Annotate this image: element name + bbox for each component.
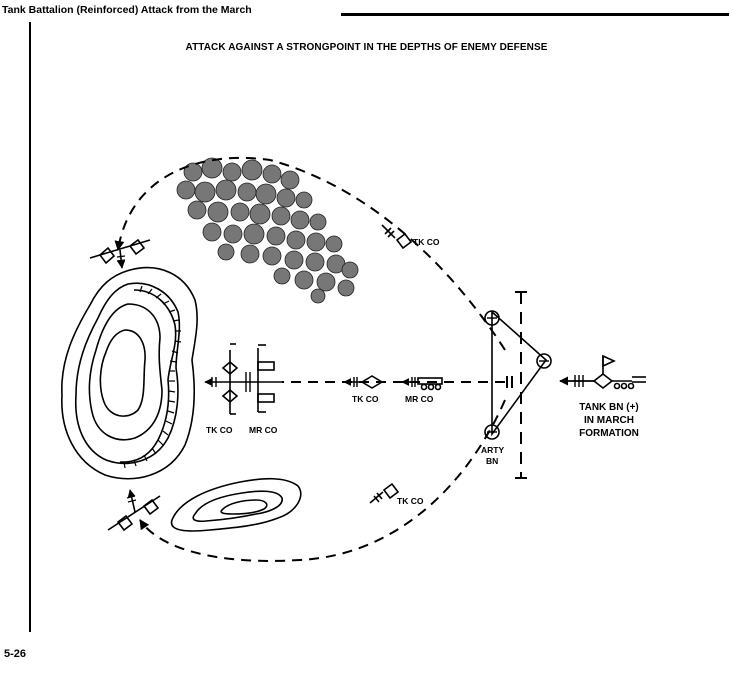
strongpoint-hill bbox=[61, 266, 198, 480]
diagram-title: ATTACK AGAINST A STRONGPOINT IN THE DEPT… bbox=[185, 42, 548, 53]
label-tk-co-center: TK CO bbox=[352, 394, 379, 404]
south-hill bbox=[170, 477, 302, 532]
south-envelopment-route bbox=[139, 399, 506, 562]
assault-formation-symbol bbox=[204, 343, 282, 415]
label-tank-bn-line1: TANK BN (+) bbox=[579, 402, 639, 413]
label-tank-bn-line2: IN MARCH bbox=[584, 415, 634, 426]
tank-company-south-symbol bbox=[369, 482, 400, 504]
artillery-battalion-position bbox=[484, 291, 552, 479]
header-rule bbox=[341, 13, 729, 16]
header-title: Tank Battalion (Reinforced) Attack from … bbox=[2, 4, 252, 16]
south-flank-assault-symbol bbox=[107, 489, 161, 532]
label-tank-bn-line3: FORMATION bbox=[579, 428, 639, 439]
label-bn: BN bbox=[486, 456, 498, 466]
tank-company-north-symbol bbox=[381, 224, 413, 250]
forest-area bbox=[176, 157, 359, 304]
label-mr-co-center: MR CO bbox=[405, 394, 434, 404]
label-tk-co-assault: TK CO bbox=[206, 425, 233, 435]
label-arty: ARTY bbox=[481, 445, 504, 455]
label-tk-co-north: TK CO bbox=[413, 237, 440, 247]
north-flank-assault-symbol bbox=[89, 238, 151, 269]
motorized-rifle-company-center-symbol bbox=[401, 377, 443, 391]
label-mr-co-assault: MR CO bbox=[249, 425, 278, 435]
tank-battalion-march-symbol bbox=[559, 354, 646, 390]
tank-company-center-symbol bbox=[343, 375, 384, 389]
margin-rule bbox=[29, 22, 31, 632]
label-tk-co-south: TK CO bbox=[397, 496, 424, 506]
page-number: 5-26 bbox=[4, 648, 27, 660]
